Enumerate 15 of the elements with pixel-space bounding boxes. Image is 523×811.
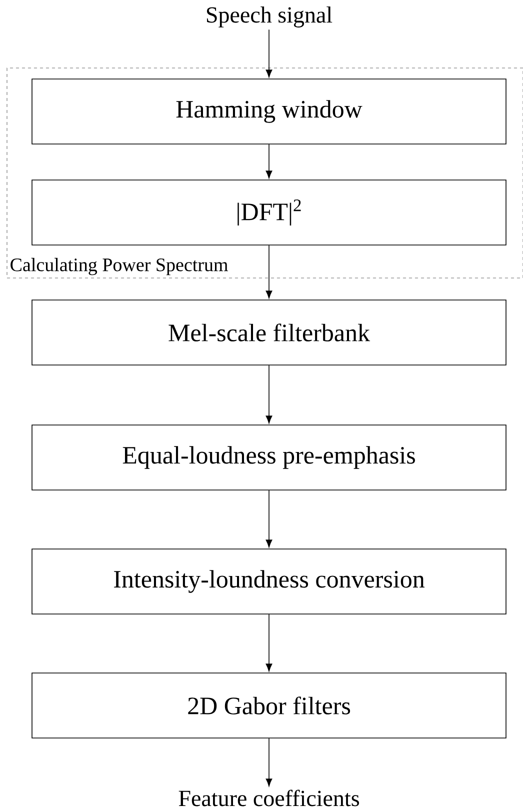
process-box: Equal-loudness pre-emphasis <box>32 424 506 490</box>
arrow <box>266 245 272 298</box>
process-box: |DFT|$^{2}$ <box>32 180 506 246</box>
arrow <box>266 365 272 424</box>
arrow <box>266 29 272 78</box>
arrow <box>266 738 272 786</box>
process-box: Intensity-loundness conversion <box>32 548 506 614</box>
process-box: Mel-scale filterbank <box>32 300 506 366</box>
io-label: Feature coefficients <box>178 790 359 806</box>
process-box: 2D Gabor filters <box>32 672 506 738</box>
process-box: Hamming window <box>32 78 506 144</box>
arrow <box>266 614 272 672</box>
arrow <box>266 490 272 548</box>
io-label: Speech signal <box>206 6 332 28</box>
arrow <box>266 144 272 178</box>
